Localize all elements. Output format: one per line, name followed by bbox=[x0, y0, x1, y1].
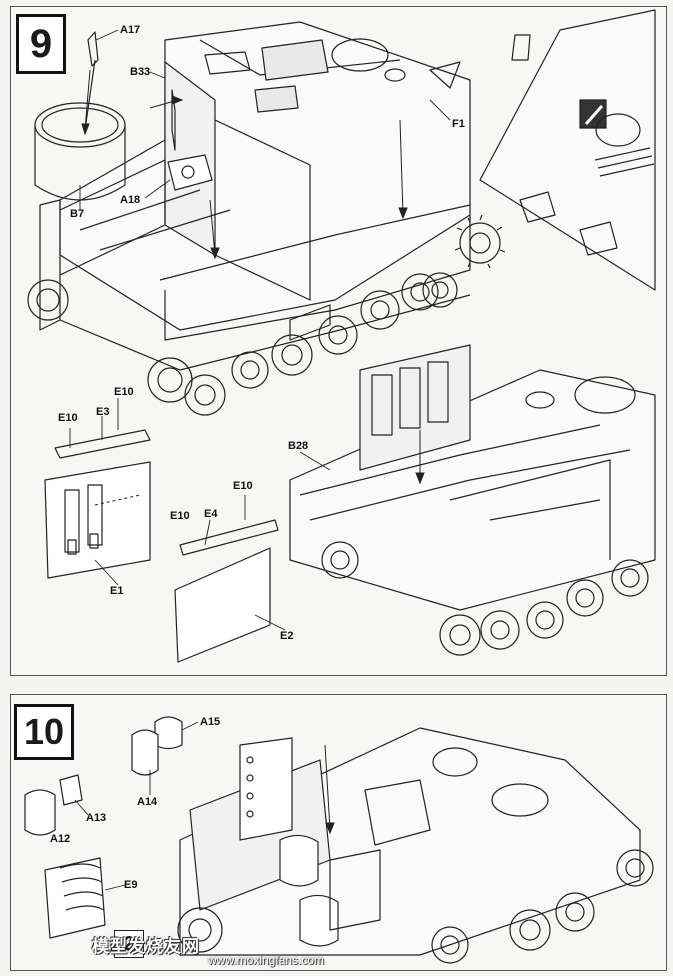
label-a17: A17 bbox=[120, 24, 141, 36]
label-e9: E9 bbox=[124, 879, 138, 891]
label-a18: A18 bbox=[120, 194, 141, 206]
label-a13: A13 bbox=[86, 812, 107, 824]
step9-hull-right bbox=[289, 344, 656, 656]
watermark-chinese: 模型发烧友网 bbox=[92, 937, 200, 956]
a12-a13-parts bbox=[24, 774, 83, 836]
f1-detail-inset bbox=[479, 9, 656, 291]
e9-rack-part bbox=[44, 857, 106, 939]
a18-part bbox=[167, 154, 213, 191]
e2-part bbox=[174, 519, 279, 663]
label-e4: E4 bbox=[204, 508, 218, 520]
label-e10-left-top: E10 bbox=[114, 386, 134, 398]
label-e2: E2 bbox=[280, 630, 294, 642]
page-number: 2 bbox=[114, 930, 144, 958]
label-f1: F1 bbox=[452, 118, 465, 130]
label-b28: B28 bbox=[288, 440, 309, 452]
label-e10-left: E10 bbox=[58, 412, 78, 424]
step10-hull bbox=[177, 727, 654, 964]
a17-part bbox=[87, 31, 99, 67]
label-b33: B33 bbox=[130, 66, 151, 78]
watermark-url: www.moxingfans.com bbox=[208, 953, 325, 967]
label-a12: A12 bbox=[50, 833, 71, 845]
a14-a15-parts bbox=[131, 716, 183, 776]
step9-hull-left bbox=[27, 21, 506, 416]
label-e10-right: E10 bbox=[170, 510, 190, 522]
e1-part bbox=[44, 429, 151, 579]
label-a15: A15 bbox=[200, 716, 221, 728]
step-9-number: 9 bbox=[16, 14, 66, 74]
label-e3: E3 bbox=[96, 406, 110, 418]
label-e10-right-top: E10 bbox=[233, 480, 253, 492]
label-e1: E1 bbox=[110, 585, 124, 597]
step-10-number: 10 bbox=[14, 704, 74, 760]
label-b7: B7 bbox=[70, 208, 85, 220]
label-a14: A14 bbox=[137, 796, 158, 808]
